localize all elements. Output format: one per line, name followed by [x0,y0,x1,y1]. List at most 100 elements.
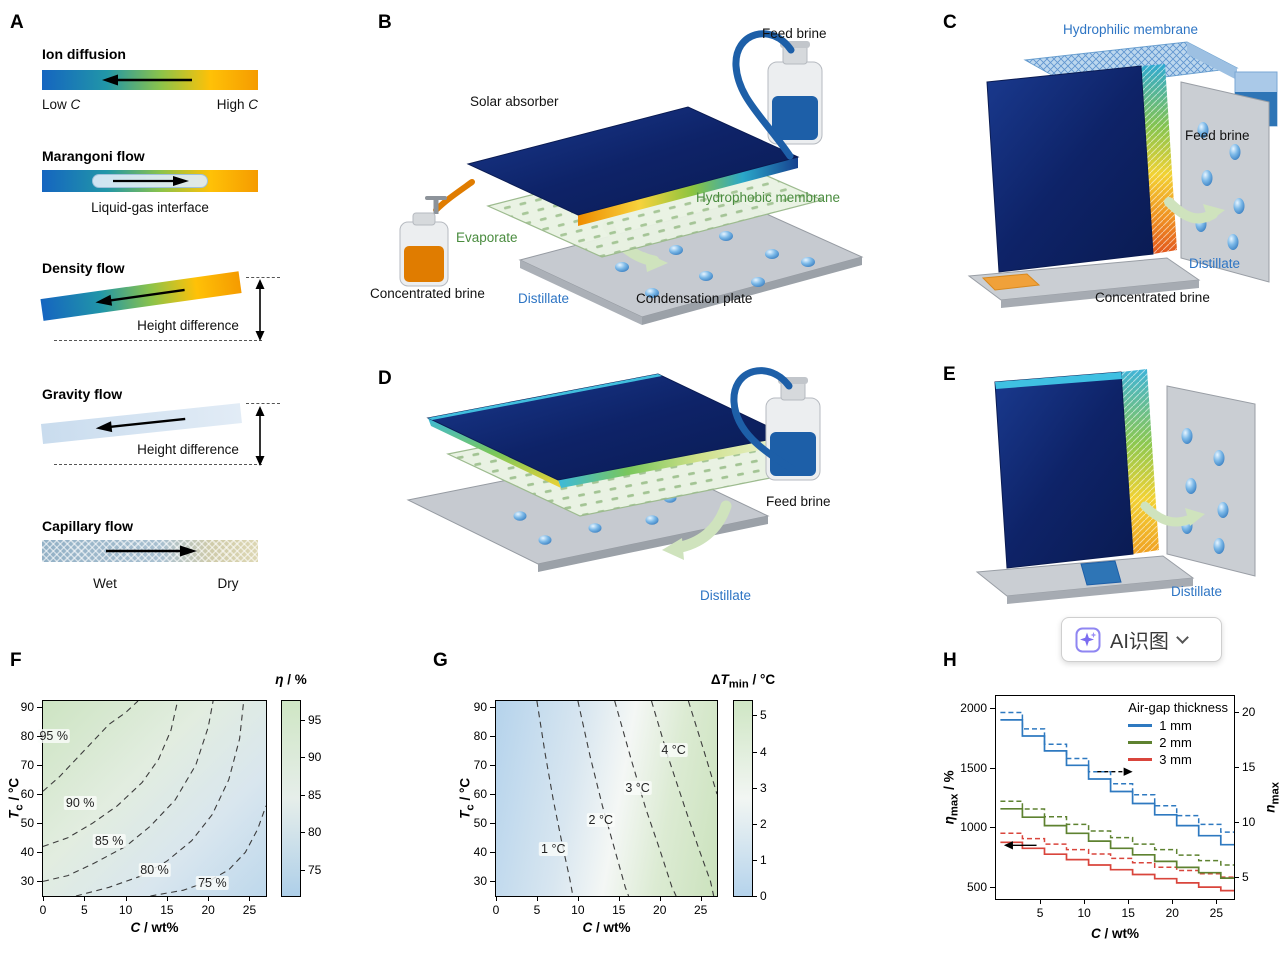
y-tick-label: 70 [473,758,487,773]
tick-mark [990,707,995,709]
colorbar-tick-label: 85 [308,787,322,802]
panel-e-diagram: Distillate [935,358,1284,620]
panel-letter-e: E [943,364,956,385]
contour-plot-thermal-efficiency: 95 %90 %85 %80 %75 % C / wt% Tc / °C η /… [7,658,338,954]
y-tick-label: 15 [1242,760,1256,775]
y-tick-label: 90 [20,699,34,714]
colorbar-tick-label: 2 [760,816,767,831]
plot-area: 95 %90 %85 %80 %75 % [37,700,267,897]
x-tick-label: 25 [1209,906,1224,920]
ion-diffusion-title: Ion diffusion [42,46,126,62]
colorbar-tick-mark [301,719,305,721]
panel-letter-g: G [433,650,448,671]
height-reference-line [54,464,262,465]
arrow-right-icon [106,545,197,557]
contour-label: 80 % [138,862,171,877]
x-tick-label: 10 [1077,906,1091,920]
tick-mark [1040,899,1042,904]
colorbar-tick-label: 3 [760,780,767,795]
high-c-label: High C [216,97,258,112]
distillate-label: Distillate [1189,256,1241,271]
colorbar-tick-label: 95 [308,712,322,727]
colorbar-title: ΔTmin / °C [710,672,776,691]
tick-mark [1234,712,1239,714]
tick-mark [536,896,538,901]
legend-line-swatch [1128,741,1153,744]
colorbar-tick-mark [301,869,305,871]
y-tick-label: 40 [473,845,487,860]
y-tick-label: 20 [1242,705,1256,720]
y-tick-label: 30 [20,874,34,889]
colorbar [733,700,753,897]
legend-entry-label: 3 mm [1159,752,1192,767]
tick-mark [37,852,42,854]
tick-mark [166,896,168,901]
tick-mark [37,881,42,883]
distillate-label: Distillate [518,291,570,306]
arrow-left-icon [95,288,185,306]
height-difference-arrow-icon [255,279,265,341]
x-tick-label: 25 [242,903,257,917]
vertical-module-3d-diagram [967,41,1278,308]
ai-image-recognition-button[interactable]: AI识图 [1061,617,1222,662]
marangoni-flow-title: Marangoni flow [42,148,145,164]
legend-line-swatch [1128,724,1153,727]
panel-letter-b: B [378,12,392,33]
x-tick-label: 15 [160,903,174,917]
y-tick-label: 60 [20,787,34,802]
y-tick-label: 80 [473,728,487,743]
colorbar-title: η / % [275,672,307,687]
solar-distillation-3d-diagram [399,30,864,325]
tick-mark [490,765,495,767]
height-difference-arrow-icon [255,406,265,466]
colorbar-tick-mark [301,757,305,759]
panel-letter-h: H [943,650,957,671]
tick-mark [84,896,86,901]
ion-diffusion-gradient-bar [42,70,258,90]
arrow-left-icon [102,74,192,86]
contour-lines [536,701,717,896]
y-tick-label: 70 [20,758,34,773]
y-tick-label: 30 [473,874,487,889]
ai-button-label: AI识图 [1110,631,1169,653]
y-tick-label: 1000 [960,820,987,835]
tick-mark [490,881,495,883]
colorbar-tick-label: 75 [308,862,322,877]
x-tick-label: 10 [118,903,133,917]
right-y-axis-label: nmax [1262,781,1282,813]
solar-absorber-label: Solar absorber [470,94,559,109]
evaporate-label: Evaporate [456,230,518,245]
tick-mark [37,706,42,708]
colorbar-tick-label: 1 [760,852,767,867]
legend-entry-label: 2 mm [1159,735,1192,750]
panel-letter-c: C [943,12,957,33]
density-flow-bar [40,271,242,321]
legend-entry-label: 1 mm [1159,718,1192,733]
tick-mark [1234,767,1239,769]
gravity-flow-title: Gravity flow [42,386,123,402]
colorbar-tick-label: 0 [760,889,767,903]
gravity-flow-bar [40,403,242,444]
contour-label: 90 % [63,795,97,810]
legend-title: Air-gap thickness [1128,700,1228,715]
concentrated-brine-label: Concentrated brine [370,286,485,301]
chevron-down-icon [1176,631,1189,644]
concentrated-brine-label: Concentrated brine [1095,290,1210,305]
contour-lines [43,701,266,896]
contour-label: 3 °C [623,781,652,796]
y-tick-label: 40 [20,845,34,860]
tick-mark [490,735,495,737]
x-tick-label: 20 [1165,906,1179,920]
tick-mark [1172,899,1174,904]
x-axis-label: C / wt% [1090,926,1139,941]
legend-entry: 2 mm [1128,735,1228,750]
tick-mark [490,794,495,796]
tick-mark [618,896,620,901]
capillary-textured-bar [42,540,258,562]
arrow-left-icon [95,417,186,433]
colorbar-tick-label: 80 [308,825,322,840]
liquid-gas-interface-label: Liquid-gas interface [91,200,209,215]
contour-label: 75 % [196,875,229,890]
y-tick-label: 50 [20,816,34,831]
